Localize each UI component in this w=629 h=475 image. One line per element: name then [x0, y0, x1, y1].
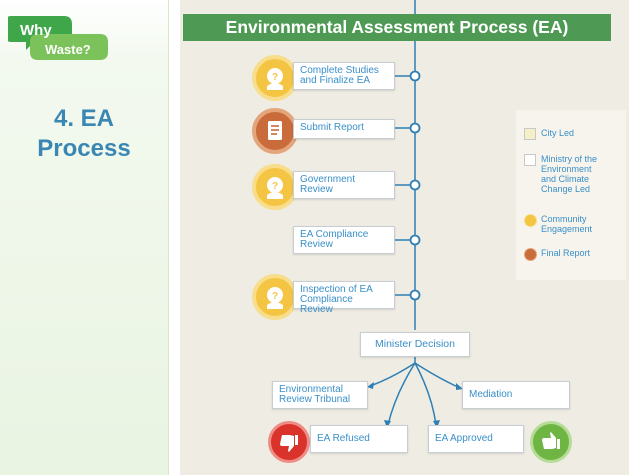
legend-label-community: Community Engagement	[541, 214, 593, 234]
slide-title-line2: Process	[37, 135, 131, 162]
node-ring-1	[409, 70, 421, 82]
ea-process-diagram: Environmental Assessment Process (EA) ? …	[180, 0, 629, 475]
node-ring-3	[409, 179, 421, 191]
mediation-label: Mediation	[469, 389, 513, 400]
branch-to-tribunal	[369, 362, 416, 387]
step-box-ea-compliance-review: EA Compliance Review	[293, 226, 395, 254]
node-ring-5	[409, 289, 421, 301]
svg-text:?: ?	[272, 72, 278, 83]
step-2-line1: Submit Report	[300, 122, 364, 133]
step-5-line2: Compliance Review	[300, 294, 353, 315]
legend-dot-report	[524, 248, 537, 261]
thumbs-up-icon	[530, 421, 572, 463]
community-engagement-icon: ?	[252, 164, 298, 210]
outcome-box-refused: EA Refused	[310, 425, 408, 453]
step-1-line2: and Finalize EA	[300, 75, 371, 86]
arrowhead-tribunal	[367, 382, 374, 389]
branch-box-mediation: Mediation	[462, 381, 570, 409]
legend-swatch-city	[524, 128, 536, 140]
step-5-line1: Inspection of EA	[300, 284, 373, 295]
community-engagement-icon: ?	[252, 55, 298, 101]
slide-title-line1: 4. EA	[53, 105, 115, 132]
legend: City Led Ministry of the Environment and…	[516, 110, 626, 280]
node-ring-2	[409, 122, 421, 134]
logo-text-waste: Waste?	[45, 42, 91, 57]
step-box-inspection: Inspection of EA Compliance Review	[293, 281, 395, 315]
community-engagement-icon: ?	[252, 274, 298, 320]
step-box-government-review: Government Review	[293, 171, 395, 199]
slide-sidebar: Why Waste? 4. EA Process	[0, 0, 169, 475]
legend-label-ministry: Ministry of the Environment and Climate …	[541, 154, 598, 194]
node-ring-4	[409, 234, 421, 246]
diagram-title: Environmental Assessment Process (EA)	[183, 14, 611, 41]
branch-to-approved	[414, 362, 437, 426]
branch-box-tribunal: Environmental Review Tribunal	[272, 381, 368, 409]
branch-to-refused	[387, 362, 416, 426]
step-box-complete-studies: Complete Studies and Finalize EA	[293, 62, 395, 90]
step-3-line2: Review	[300, 184, 333, 195]
svg-text:?: ?	[272, 291, 278, 302]
arrowhead-approved	[433, 420, 440, 428]
legend-label-city: City Led	[541, 128, 575, 138]
decision-label: Minister Decision	[375, 338, 455, 350]
decision-box: Minister Decision	[360, 332, 470, 357]
why-waste-logo: Why Waste?	[8, 16, 108, 60]
legend-label-final-report: Final Report	[541, 248, 591, 258]
arrowhead-mediation	[456, 383, 463, 390]
legend-dot-community	[524, 214, 537, 227]
refused-label: EA Refused	[317, 433, 370, 444]
step-4-line2: Review	[300, 239, 333, 250]
arrowhead-refused	[384, 420, 391, 428]
final-report-icon	[252, 108, 298, 154]
step-1-line1: Complete Studies	[300, 65, 379, 76]
logo-text-why: Why	[20, 22, 52, 39]
legend-swatch-ministry	[524, 154, 536, 166]
approved-label: EA Approved	[435, 433, 493, 444]
outcome-box-approved: EA Approved	[428, 425, 524, 453]
svg-text:?: ?	[272, 181, 278, 192]
step-3-line1: Government	[300, 174, 356, 185]
slide-title: 4. EA Process	[0, 104, 168, 164]
tribunal-line1: Environmental	[279, 384, 343, 395]
tribunal-line2: Review Tribunal	[279, 394, 351, 405]
thumbs-down-icon	[268, 421, 310, 463]
step-4-line1: EA Compliance	[300, 229, 369, 240]
step-box-submit-report: Submit Report	[293, 119, 395, 139]
